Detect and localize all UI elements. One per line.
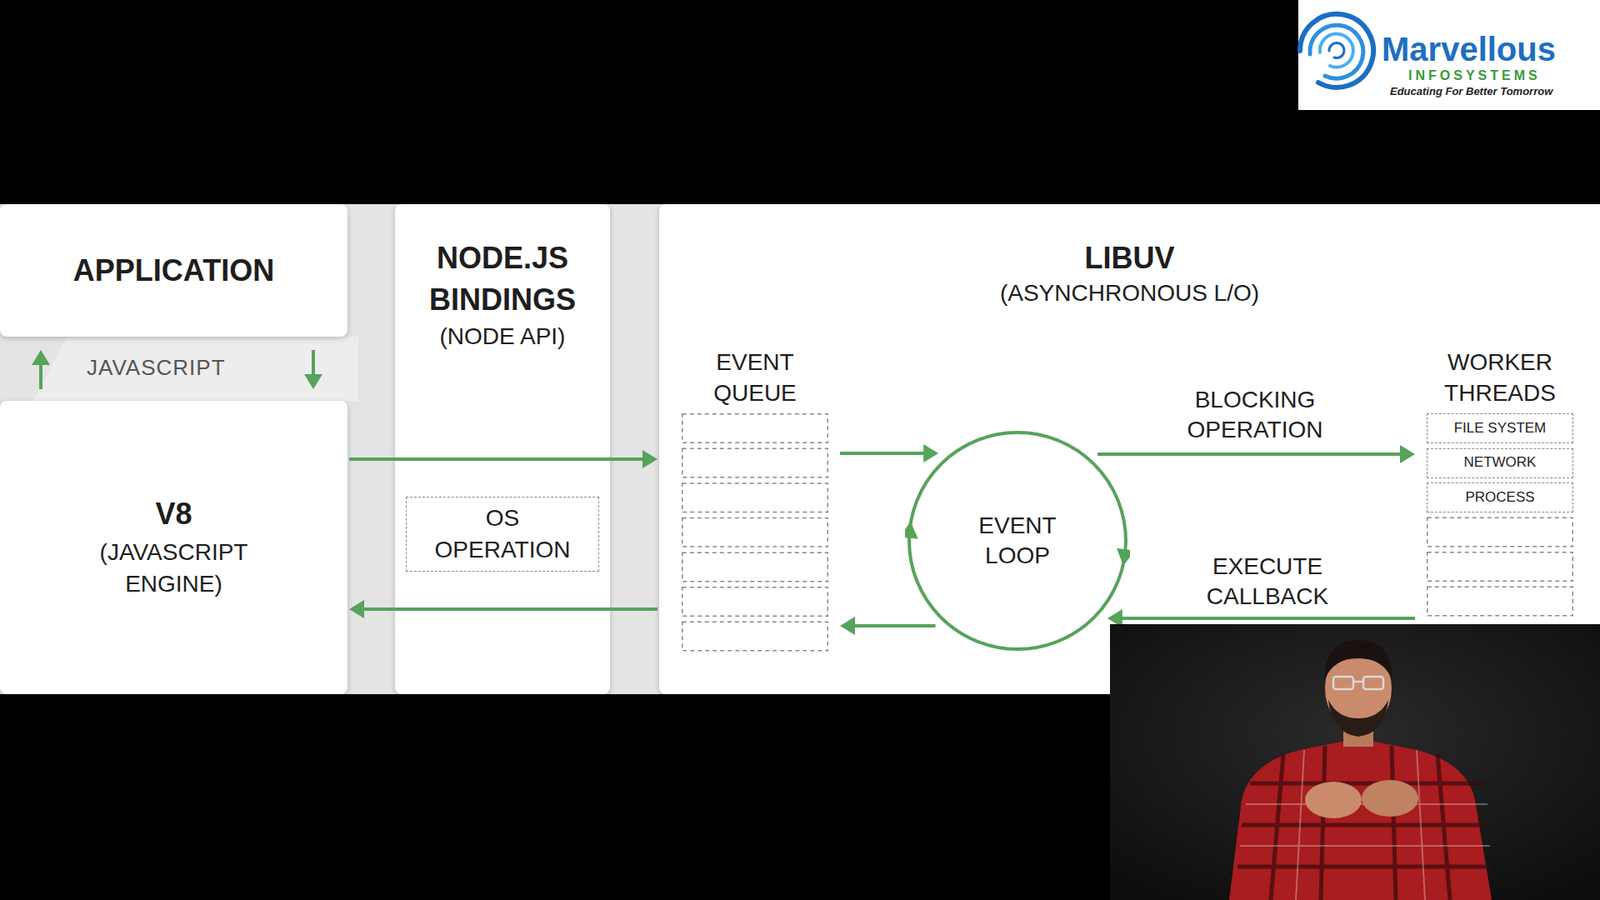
connector-line (39, 363, 43, 390)
connector-arrow (1097, 445, 1415, 464)
logo-tagline: Educating For Better Tomorrow (1390, 85, 1553, 99)
logo-sub: INFOSYSTEMS (1408, 68, 1541, 84)
presenter-video (1110, 624, 1600, 900)
diagram-band (0, 204, 1600, 695)
interface-label: JAVASCRIPT (86, 355, 226, 381)
heading-text: WORKER THREADS (1433, 347, 1567, 409)
queue-cell (682, 414, 829, 444)
connector-line (1120, 616, 1415, 620)
arrowhead (31, 350, 50, 365)
node-title: FILE SYSTEM (1454, 420, 1547, 437)
loop-arrowhead (1116, 548, 1130, 566)
connector-arrow (31, 350, 50, 390)
queue-cell (682, 587, 829, 617)
event-queue: EVENT QUEUE (681, 413, 829, 656)
node-title: NODE.JS BINDINGS (402, 237, 603, 322)
edge-label: EXECUTE CALLBACK (1167, 551, 1368, 613)
worker-cell-empty (1427, 517, 1574, 547)
worker-cell-empty (1427, 586, 1574, 616)
arrowhead (349, 600, 365, 619)
arrowhead (840, 616, 855, 635)
connector-line (311, 350, 315, 376)
worker-cell: NETWORK (1426, 448, 1574, 479)
node-title: EVENT LOOP (950, 510, 1085, 572)
engine-box: V8 (JAVASCRIPT ENGINE) (0, 400, 348, 695)
connector-arrow (840, 444, 939, 463)
node-subtitle: (ASYNCHRONOUS L/O) (1000, 279, 1260, 308)
heading-text: EVENT QUEUE (688, 347, 822, 409)
loop-arrowhead (905, 521, 919, 540)
connector-arrow (349, 450, 658, 469)
bindings-panel: NODE.JS BINDINGS(NODE API) OS OPERATION (395, 204, 610, 695)
arrowhead (923, 444, 939, 463)
os-operation-box: OS OPERATION (405, 496, 600, 572)
logo-name: Marvellous (1381, 30, 1556, 69)
edge-label: BLOCKING OPERATION (1155, 385, 1355, 446)
connector-line (840, 451, 925, 455)
app-box: APPLICATION (0, 204, 348, 337)
queue-cell (682, 518, 829, 548)
worker-cell: PROCESS (1426, 482, 1574, 513)
node-title: V8 (155, 495, 192, 532)
logo-ground (1298, 0, 1600, 110)
event-loop-circle: EVENT LOOP (905, 428, 1130, 654)
queue-cell (682, 621, 829, 651)
node-title: OS OPERATION (419, 502, 586, 566)
connector-line (349, 457, 645, 461)
band-shade (33, 336, 359, 401)
loop-ring (905, 428, 1130, 654)
logo-spiral (1300, 14, 1374, 88)
node-title: APPLICATION (73, 252, 275, 289)
node-subtitle: (NODE API) (440, 321, 566, 352)
queue-cell (682, 448, 829, 478)
connector-line (362, 607, 658, 611)
arrowhead (1400, 445, 1415, 464)
connector-line (853, 624, 936, 628)
queue-cell (682, 483, 829, 513)
worker-cell-empty (1427, 552, 1574, 582)
libuv-panel: LIBUV(ASYNCHRONOUS L/O)EVENT QUEUEEVENT … (659, 204, 1600, 695)
loop-ring-line (909, 432, 1126, 650)
worker-cell: FILE SYSTEM (1426, 413, 1574, 444)
node-title: LIBUV (1085, 240, 1175, 276)
arrowhead (642, 450, 658, 469)
queue-cell (682, 552, 829, 582)
node-title: NETWORK (1464, 454, 1537, 471)
connector-arrow (840, 616, 936, 635)
connector-arrow (304, 350, 323, 390)
node-title: PROCESS (1465, 489, 1535, 506)
connector-line (1097, 452, 1402, 456)
connector-arrow (349, 600, 658, 619)
node-subtitle: (JAVASCRIPT ENGINE) (70, 536, 279, 600)
arrowhead (304, 374, 323, 390)
